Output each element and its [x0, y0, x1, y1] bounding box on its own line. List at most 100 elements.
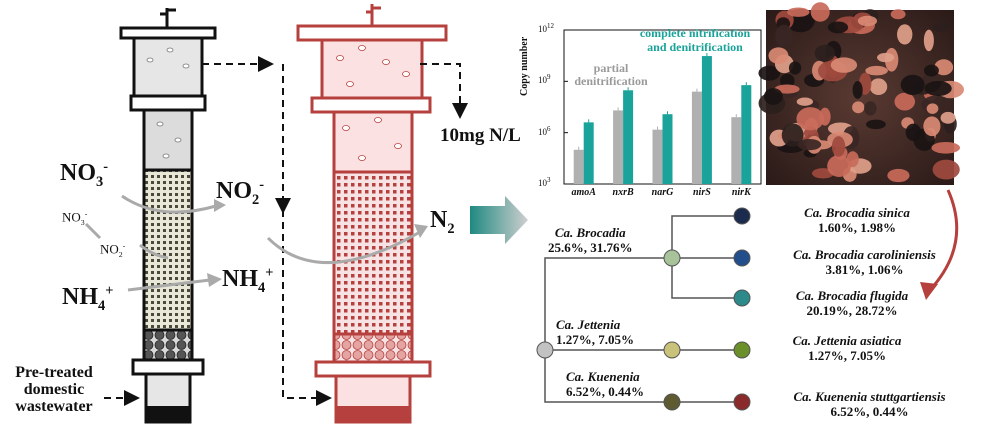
- reaction-arrows: [84, 194, 421, 292]
- granule: [797, 139, 822, 151]
- leaf-node-asiatica: [733, 341, 751, 359]
- reactor-2: [296, 4, 448, 424]
- granule-photo: [758, 2, 964, 185]
- granule: [894, 92, 916, 111]
- leaf-pct-caroliniensis: 3.81%, 1.06%: [825, 262, 904, 277]
- flow-lines: [104, 56, 468, 406]
- kuenenia-genus-name: Ca. Kuenenia: [566, 369, 640, 384]
- nitrogen-gas-label: N2: [430, 207, 455, 237]
- bar-nirS-series-1: [691, 91, 702, 184]
- granule: [931, 141, 961, 154]
- leaf-name-asiatica: Ca. Jettenia asiatica: [792, 333, 902, 348]
- y-tick-label: 103: [538, 176, 551, 188]
- granule: [933, 22, 951, 32]
- jettenia-genus-pct: 1.27%, 7.05%: [556, 332, 634, 347]
- teal-series-annotation: complete nitrification and denitrificati…: [620, 26, 770, 54]
- link-arrow: [928, 189, 959, 292]
- tree-label-kuenenia: Ca. Kuenenia 6.52%, 0.44%: [566, 370, 644, 398]
- brocadia-genus-pct: 25.6%, 31.76%: [548, 240, 633, 255]
- nitrate-small-label: NO3-: [62, 209, 88, 227]
- granule: [852, 101, 865, 114]
- granule: [763, 88, 783, 105]
- x-tick-label-narG: narG: [651, 187, 674, 198]
- phylogenetic-tree: [544, 215, 742, 403]
- feed-label-line-3: wastewater: [15, 398, 93, 415]
- process-arrow: [470, 196, 528, 244]
- granule: [758, 65, 781, 81]
- granule: [819, 107, 831, 126]
- granule: [940, 111, 956, 124]
- removal-rate-label: 10mg N/L: [440, 125, 521, 146]
- leaf-node-caroliniensis: [733, 249, 751, 267]
- jettenia-node: [663, 341, 681, 359]
- feed-label: Pre-treated domestic wastewater: [2, 364, 106, 415]
- leaf-label-stuttgartiensis: Ca. Kuenenia stuttgartiensis 6.52%, 0.44…: [752, 390, 987, 418]
- granule: [897, 24, 913, 45]
- reaction-arrowheads: [207, 199, 428, 287]
- granule: [857, 15, 878, 27]
- jettenia-genus-name: Ca. Jettenia: [556, 317, 621, 332]
- bar-nirK-series-1: [731, 117, 742, 184]
- teal-annotation-line-1: complete nitrification: [639, 26, 751, 40]
- tree-label-brocadia: Ca. Brocadia 25.6%, 31.76%: [548, 226, 633, 254]
- nitrite-small-label: NO2-: [100, 241, 126, 259]
- brocadia-genus-name: Ca. Brocadia: [554, 225, 626, 240]
- granule: [890, 9, 906, 20]
- ammonium-out-label: NH4+: [222, 265, 274, 296]
- granule: [827, 21, 849, 34]
- granule: [814, 44, 836, 62]
- granule: [852, 80, 863, 99]
- kuenenia-genus-pct: 6.52%, 0.44%: [566, 384, 644, 399]
- granule: [934, 59, 954, 76]
- bar-nxrB-series-1: [613, 110, 624, 184]
- copy-number-chart: [563, 29, 762, 185]
- nitrite-label: NO2-: [216, 177, 265, 208]
- granule: [780, 73, 795, 88]
- bar-nirS-series-2: [701, 56, 712, 184]
- feed-label-line-1: Pre-treated: [15, 364, 93, 381]
- granule: [869, 78, 888, 96]
- leaf-label-caroliniensis: Ca. Brocadia caroliniensis 3.81%, 1.06%: [752, 248, 977, 276]
- y-tick-label: 1012: [538, 22, 554, 34]
- leaf-node-flugida: [733, 289, 751, 307]
- granule: [830, 57, 858, 73]
- leaf-name-stuttgartiensis: Ca. Kuenenia stuttgartiensis: [793, 389, 946, 404]
- granule: [781, 123, 804, 147]
- grey-series-annotation: partial denitrification: [566, 62, 656, 88]
- granule: [865, 119, 886, 130]
- leaf-node-sinica: [733, 207, 751, 225]
- bar-amoA-series-1: [573, 149, 584, 184]
- granule: [923, 64, 939, 77]
- x-tick-label-nirK: nirK: [731, 187, 751, 198]
- leaf-label-asiatica: Ca. Jettenia asiatica 1.27%, 7.05%: [752, 334, 942, 362]
- leaf-name-flugida: Ca. Brocadia flugida: [795, 288, 909, 303]
- y-tick-label: 106: [538, 124, 551, 137]
- chart-ylabel: Copy number: [519, 36, 530, 96]
- root-node: [536, 341, 554, 359]
- x-tick-label-nxrB: nxrB: [612, 187, 634, 198]
- bar-narG-series-2: [662, 114, 673, 184]
- granule: [887, 168, 910, 183]
- bar-nirK-series-2: [741, 85, 752, 184]
- link-arrowhead: [920, 282, 938, 300]
- bar-amoA-series-2: [583, 122, 594, 184]
- bar-narG-series-1: [652, 129, 663, 184]
- leaf-pct-sinica: 1.60%, 1.98%: [818, 220, 896, 235]
- tree-label-jettenia: Ca. Jettenia 1.27%, 7.05%: [556, 318, 634, 346]
- granule: [827, 155, 851, 177]
- x-tick-label-nirS: nirS: [692, 187, 711, 198]
- nitrate-label: NO3-: [60, 159, 109, 190]
- leaf-pct-asiatica: 1.27%, 7.05%: [808, 348, 886, 363]
- granule: [787, 7, 810, 17]
- granule: [923, 29, 934, 52]
- granule: [796, 97, 813, 106]
- leaf-node-stuttgartiensis: [733, 393, 751, 411]
- feed-label-line-2: domestic: [23, 381, 85, 398]
- bubbles-1: [146, 47, 190, 159]
- granule: [926, 103, 939, 114]
- tree-nodes: [536, 207, 751, 411]
- leaf-label-flugida: Ca. Brocadia flugida 20.19%, 28.72%: [752, 289, 952, 317]
- leaf-name-sinica: Ca. Brocadia sinica: [804, 205, 910, 220]
